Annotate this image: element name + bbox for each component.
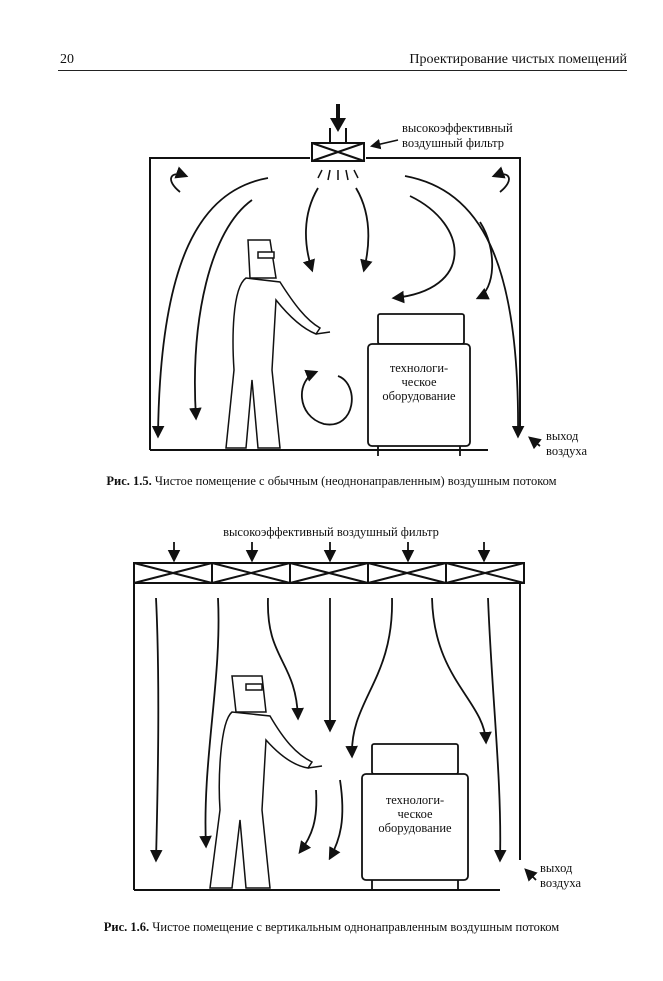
figure-1-6-caption-label: Рис. 1.6. bbox=[103, 920, 150, 934]
equipment-label-3: оборудование bbox=[378, 821, 452, 835]
figure-1-6-caption: Рис. 1.6. Чистое помещение с вертикальны… bbox=[0, 920, 663, 935]
figure-1-5-diagram: высокоэффективный воздушный фильтр bbox=[149, 104, 587, 458]
outlet-label-1: выход bbox=[540, 861, 573, 875]
equipment-label-3: оборудование bbox=[382, 389, 456, 403]
figure-1-5: высокоэффективный воздушный фильтр bbox=[0, 80, 663, 500]
filter-label: высокоэффективный воздушный фильтр bbox=[223, 525, 439, 539]
filter-label-1: высокоэффективный bbox=[402, 121, 513, 135]
page-header: 20 Проектирование чистых помещений bbox=[0, 0, 663, 80]
hepa-filter-bank bbox=[133, 562, 525, 891]
filter-label-2: воздушный фильтр bbox=[402, 136, 504, 150]
process-equipment bbox=[361, 743, 469, 890]
airflow-arrows bbox=[149, 597, 507, 863]
supply-arrows bbox=[167, 542, 491, 563]
equipment-label-2: ческое bbox=[401, 375, 437, 389]
outlet-label-1: выход bbox=[546, 429, 579, 443]
running-title: Проектирование чистых помещений bbox=[409, 52, 627, 67]
operator-figure bbox=[225, 239, 331, 449]
outlet-label-2: воздуха bbox=[540, 876, 581, 890]
figure-1-5-caption-label: Рис. 1.5. bbox=[106, 474, 152, 488]
figure-1-6-caption-text: Чистое помещение с вертикальным однонапр… bbox=[149, 920, 560, 934]
airflow-arrows bbox=[151, 166, 525, 439]
figure-1-6: высокоэффективный воздушный фильтр bbox=[0, 505, 663, 945]
operator-figure bbox=[209, 675, 323, 889]
figure-1-6-diagram: высокоэффективный воздушный фильтр bbox=[133, 525, 581, 891]
equipment-label-1: технологи- bbox=[390, 361, 448, 375]
process-equipment bbox=[367, 313, 471, 456]
page-number: 20 bbox=[60, 52, 74, 67]
filter-outflow-ticks bbox=[317, 169, 359, 181]
equipment-label-2: ческое bbox=[397, 807, 433, 821]
hepa-filter-box bbox=[311, 142, 365, 162]
outlet-label-2: воздуха bbox=[546, 444, 587, 458]
figure-1-5-caption: Рис. 1.5. Чистое помещение с обычным (не… bbox=[0, 474, 663, 489]
header-rule bbox=[58, 70, 627, 71]
equipment-label-1: технологи- bbox=[386, 793, 444, 807]
room-outline bbox=[149, 157, 521, 450]
figure-1-5-caption-text: Чистое помещение с обычным (неоднонаправ… bbox=[151, 474, 557, 488]
